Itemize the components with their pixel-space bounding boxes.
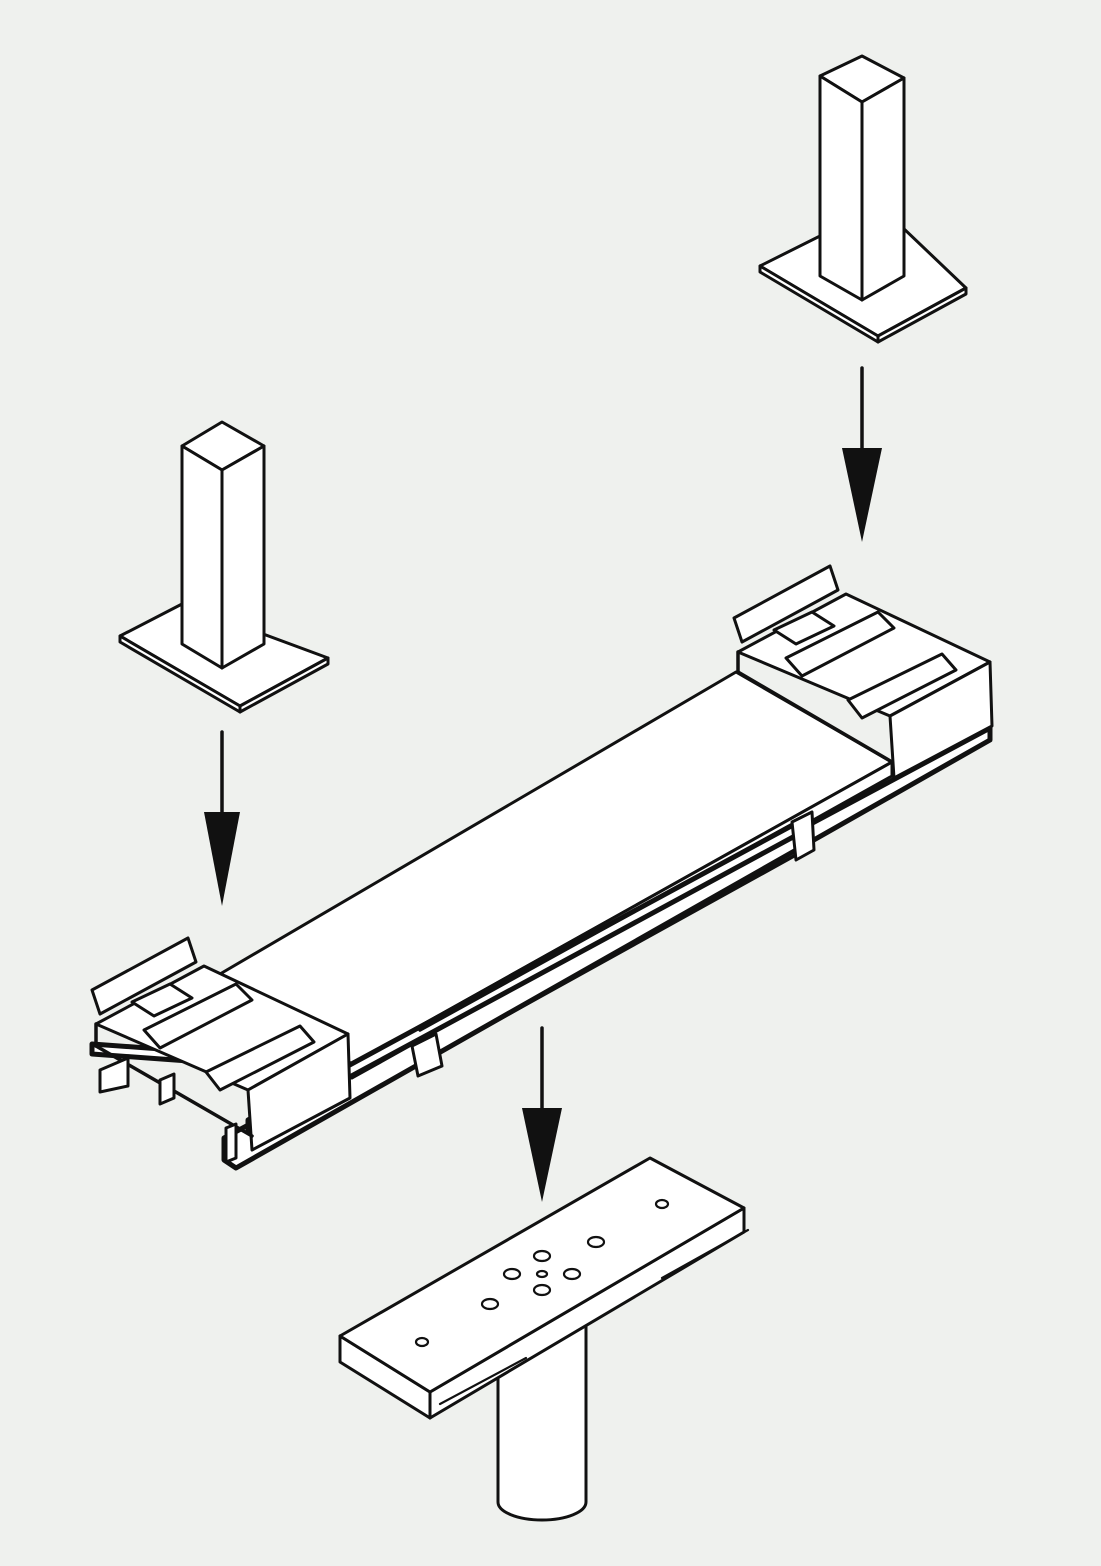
right-bracket-holder: [732, 564, 994, 780]
left-bracket-holder: [90, 936, 352, 1164]
arrow-right-post-down: [842, 366, 882, 542]
arrow-left-post-down: [204, 730, 240, 906]
right-post: [758, 54, 968, 344]
frame-assembly: [89, 564, 994, 1171]
mounting-plate: [338, 1156, 750, 1522]
left-post: [118, 420, 330, 714]
arrow-frame-down: [522, 1026, 562, 1202]
